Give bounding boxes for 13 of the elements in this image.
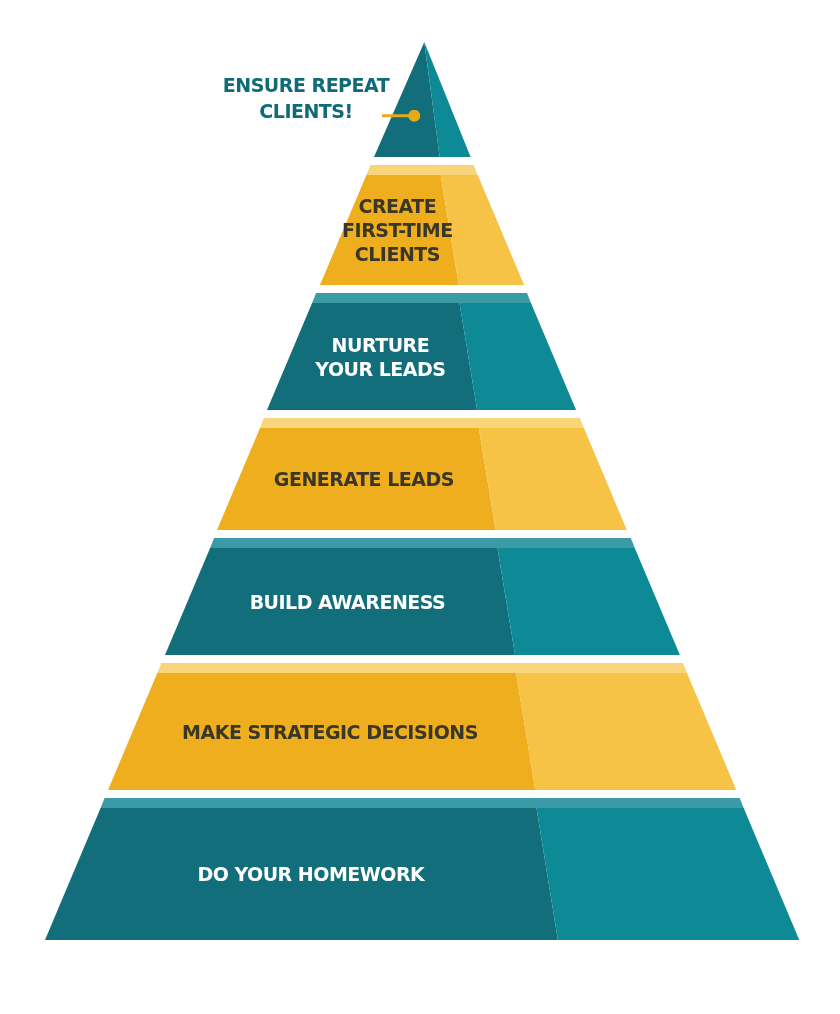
tier-label: BUILD AWARENESS — [248, 589, 447, 614]
tier-label: CREATE FIRST-TIME CLIENTS — [341, 194, 454, 266]
pyramid-tier — [319, 165, 525, 285]
tier-label: GENERATE LEADS — [272, 467, 455, 491]
pyramid-tier — [267, 293, 577, 410]
callout-text: ENSURE REPEAT CLIENTS! — [222, 72, 390, 124]
tier-label: MAKE STRATEGIC DECISIONS — [181, 719, 479, 744]
tier-label: DO YOUR HOMEWORK — [196, 862, 426, 886]
pyramid-tier — [44, 798, 800, 940]
pyramid-tier — [164, 538, 680, 655]
pyramid-tier — [107, 663, 737, 790]
pyramid-tier — [217, 418, 627, 530]
tier-label: NURTURE YOUR LEADS — [314, 332, 447, 381]
